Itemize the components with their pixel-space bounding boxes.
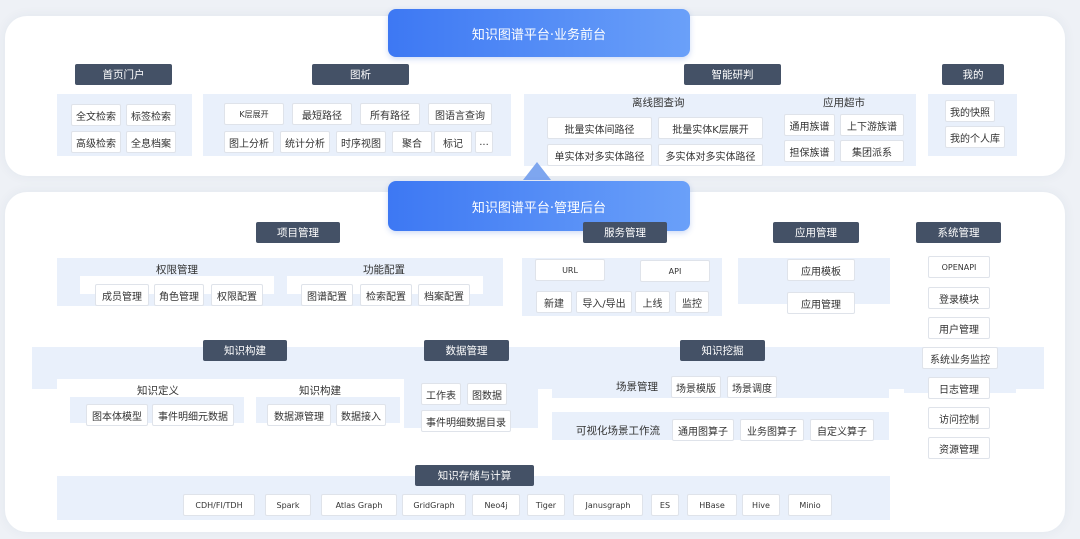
back-office-banner: 知识图谱平台·管理后台 — [388, 181, 690, 231]
smart-judgement-header: 智能研判 — [684, 64, 781, 85]
es-chip[interactable]: ES — [651, 494, 679, 516]
neo4j-chip[interactable]: Neo4j — [472, 494, 520, 516]
offline-query-label: 离线图查询 — [632, 97, 685, 109]
general-genealogy-chip[interactable]: 通用族谱 — [784, 114, 835, 136]
graph-language-query-chip[interactable]: 图语言查询 — [428, 103, 492, 125]
app-manage-chip[interactable]: 应用管理 — [787, 292, 855, 314]
minio-chip[interactable]: Minio — [788, 494, 832, 516]
project-management-header: 项目管理 — [256, 222, 340, 243]
gridgraph-chip[interactable]: GridGraph — [402, 494, 466, 516]
hive-chip[interactable]: Hive — [742, 494, 780, 516]
more-chip[interactable]: ... — [475, 131, 493, 153]
updown-genealogy-chip[interactable]: 上下游族谱 — [840, 114, 904, 136]
permission-label: 权限管理 — [156, 264, 198, 276]
timeline-view-chip[interactable]: 时序视图 — [336, 131, 386, 153]
general-operator-chip[interactable]: 通用图算子 — [672, 419, 734, 441]
scene-template-chip[interactable]: 场景模版 — [671, 376, 721, 398]
event-metadata-chip[interactable]: 事件明细元数据 — [152, 404, 234, 426]
import-export-chip[interactable]: 导入/导出 — [576, 291, 632, 313]
multi-to-multi-path-chip[interactable]: 多实体对多实体路径 — [658, 144, 763, 166]
janusgraph-chip[interactable]: Janusgraph — [573, 494, 643, 516]
my-library-chip[interactable]: 我的个人库 — [945, 126, 1005, 148]
access-control-chip[interactable]: 访问控制 — [928, 407, 990, 429]
create-chip[interactable]: 新建 — [536, 291, 572, 313]
member-management-chip[interactable]: 成员管理 — [95, 284, 149, 306]
data-management-header: 数据管理 — [424, 340, 509, 361]
statistics-analysis-chip[interactable]: 统计分析 — [280, 131, 330, 153]
app-template-chip[interactable]: 应用模板 — [787, 259, 855, 281]
worksheet-chip[interactable]: 工作表 — [421, 383, 461, 405]
group-faction-chip[interactable]: 集团派系 — [840, 140, 904, 162]
mine-header: 我的 — [942, 64, 1004, 85]
archive-config-chip[interactable]: 档案配置 — [418, 284, 470, 306]
function-config-label: 功能配置 — [363, 264, 405, 276]
tag-search-chip[interactable]: 标签检索 — [126, 104, 176, 126]
batch-entity-paths-chip[interactable]: 批量实体间路径 — [547, 117, 652, 139]
single-to-multi-path-chip[interactable]: 单实体对多实体路径 — [547, 144, 652, 166]
all-paths-chip[interactable]: 所有路径 — [360, 103, 420, 125]
knowledge-build-header: 知识构建 — [203, 340, 287, 361]
hbase-chip[interactable]: HBase — [687, 494, 737, 516]
graph-data-chip[interactable]: 图数据 — [467, 383, 507, 405]
data-ingest-chip[interactable]: 数据接入 — [336, 404, 386, 426]
service-management-header: 服务管理 — [583, 222, 667, 243]
ontology-model-chip[interactable]: 图本体模型 — [86, 404, 148, 426]
fulltext-search-chip[interactable]: 全文检索 — [71, 104, 121, 126]
graph-analysis-chip[interactable]: 图上分析 — [224, 131, 274, 153]
mining-row-divider — [552, 398, 889, 412]
user-management-chip[interactable]: 用户管理 — [928, 317, 990, 339]
login-module-chip[interactable]: 登录模块 — [928, 287, 990, 309]
atlas-graph-chip[interactable]: Atlas Graph — [321, 494, 397, 516]
app-market-label: 应用超市 — [823, 97, 865, 109]
batch-k-layer-chip[interactable]: 批量实体K层展开 — [658, 117, 763, 139]
system-management-header: 系统管理 — [916, 222, 1001, 243]
spark-chip[interactable]: Spark — [265, 494, 311, 516]
openapi-chip[interactable]: OPENAPI — [928, 256, 990, 278]
monitor-chip[interactable]: 监控 — [675, 291, 709, 313]
event-catalog-chip[interactable]: 事件明细数据目录 — [421, 410, 511, 432]
cdh-chip[interactable]: CDH/FI/TDH — [183, 494, 255, 516]
api-chip[interactable]: API — [640, 260, 710, 282]
advanced-search-chip[interactable]: 高级检索 — [71, 131, 121, 153]
knowledge-mining-header: 知识挖掘 — [680, 340, 765, 361]
knowledge-definition-label: 知识定义 — [137, 385, 179, 397]
front-office-banner: 知识图谱平台·业务前台 — [388, 9, 690, 57]
scene-schedule-chip[interactable]: 场景调度 — [727, 376, 777, 398]
log-management-chip[interactable]: 日志管理 — [928, 377, 990, 399]
knowledge-construction-label: 知识构建 — [299, 385, 341, 397]
datasource-management-chip[interactable]: 数据源管理 — [267, 404, 331, 426]
app-management-header: 应用管理 — [773, 222, 859, 243]
resource-management-chip[interactable]: 资源管理 — [928, 437, 990, 459]
custom-operator-chip[interactable]: 自定义算子 — [810, 419, 874, 441]
my-snapshot-chip[interactable]: 我的快照 — [945, 100, 995, 122]
up-arrow-icon — [523, 162, 551, 180]
graph-config-chip[interactable]: 图谱配置 — [301, 284, 353, 306]
business-operator-chip[interactable]: 业务图算子 — [740, 419, 804, 441]
k-layer-expand-chip[interactable]: K层展开 — [224, 103, 284, 125]
url-chip[interactable]: URL — [535, 259, 605, 281]
business-monitor-chip[interactable]: 系统业务监控 — [922, 347, 998, 369]
scene-management-label: 场景管理 — [616, 381, 658, 393]
mark-chip[interactable]: 标记 — [434, 131, 472, 153]
tiger-chip[interactable]: Tiger — [527, 494, 565, 516]
analysis-header: 图析 — [312, 64, 409, 85]
visual-workflow-label: 可视化场景工作流 — [576, 425, 660, 437]
role-management-chip[interactable]: 角色管理 — [154, 284, 204, 306]
aggregate-chip[interactable]: 聚合 — [392, 131, 432, 153]
guarantee-genealogy-chip[interactable]: 担保族谱 — [784, 140, 835, 162]
home-portal-header: 首页门户 — [75, 64, 172, 85]
permission-config-chip[interactable]: 权限配置 — [211, 284, 263, 306]
search-config-chip[interactable]: 检索配置 — [360, 284, 412, 306]
online-chip[interactable]: 上线 — [635, 291, 670, 313]
storage-compute-header: 知识存储与计算 — [415, 465, 534, 486]
holographic-archive-chip[interactable]: 全息档案 — [126, 131, 176, 153]
shortest-path-chip[interactable]: 最短路径 — [292, 103, 352, 125]
